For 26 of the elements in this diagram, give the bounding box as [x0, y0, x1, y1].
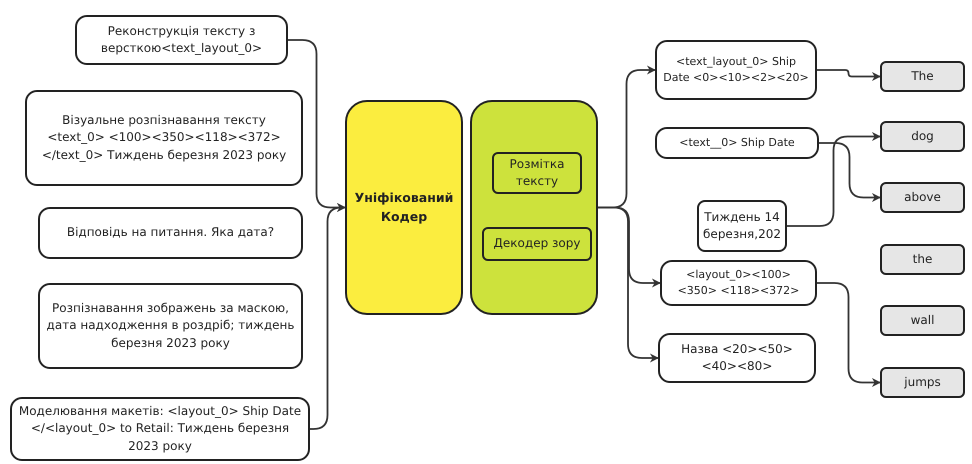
module-box: Декодер зору — [482, 227, 592, 261]
arrow — [817, 282, 881, 387]
process-box: Розпізнавання зображень за маскою, дата надходження в роздріб; тиждень березня 2023 року — [38, 283, 303, 369]
module-box: Розмітка тексту — [492, 152, 582, 194]
arrow — [817, 69, 881, 81]
process-box: Моделювання макетів: <layout_0> Ship Date </<layout_0> to Retail: Тиждень березня 2023 року — [10, 397, 310, 461]
process-box: <text_layout_0> Ship Date <0><10><2><20> — [655, 40, 817, 100]
arrow — [819, 142, 881, 202]
token-box: jumps — [880, 367, 965, 398]
token-box: dog — [880, 121, 965, 152]
process-box: Візуальне розпізнавання тексту <text_0> <100><350><118><372> </text_0> Тиждень березня 2023 року — [25, 90, 303, 186]
process-box: <text__0> Ship Date — [655, 127, 819, 159]
process-box: Тиждень 14 березня,202 — [697, 200, 787, 252]
token-box: the — [880, 244, 965, 275]
process-box: Реконструкція тексту з версткою<text_layout_0> — [75, 15, 288, 65]
process-box: Назва <20><50><40><80> — [658, 333, 816, 383]
arrow — [598, 206, 659, 362]
token-box: above — [880, 182, 965, 213]
token-box: wall — [880, 305, 965, 336]
decoder-panel — [470, 100, 598, 315]
token-box: The — [880, 61, 965, 92]
arrow — [787, 132, 881, 227]
process-box: Відповідь на питання. Яка дата? — [38, 207, 303, 259]
arrow — [310, 203, 346, 430]
process-box: <layout_0><100><350> <118><372> — [660, 260, 817, 306]
encoder-block: Уніфікований Кодер — [345, 100, 463, 315]
